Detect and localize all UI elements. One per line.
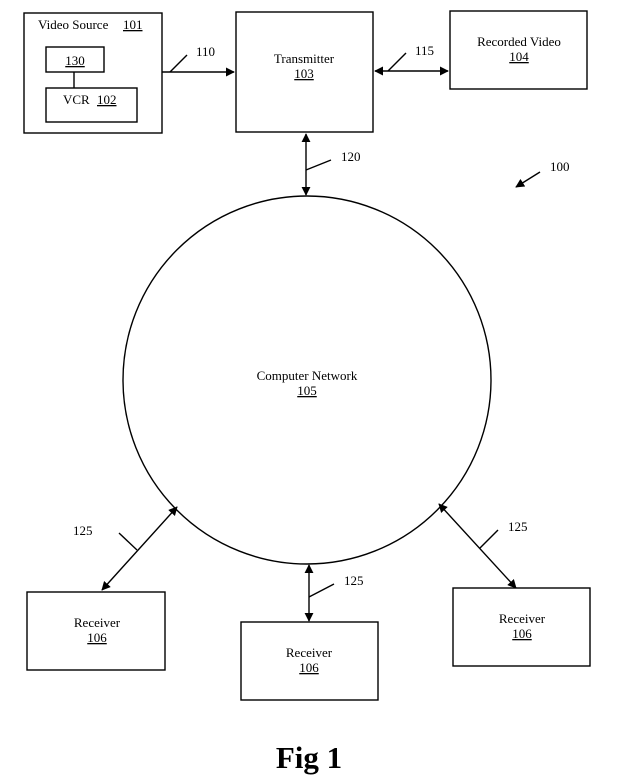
- computer-network-label: Computer Network: [257, 368, 358, 383]
- link-115: 115: [374, 43, 449, 76]
- recorded-video-label: Recorded Video: [477, 34, 561, 49]
- arrow-network-receiver-right: [438, 503, 517, 589]
- receiver-right-label: Receiver: [499, 611, 546, 626]
- figure-caption: Fig 1: [276, 740, 342, 775]
- component-130-box: 130: [45, 46, 105, 73]
- transmitter-label: Transmitter: [274, 51, 335, 66]
- arrow-network-receiver-left: [101, 506, 178, 591]
- transmitter-box: Transmitter 103: [235, 11, 374, 133]
- label-110: 110: [196, 44, 215, 59]
- label-100: 100: [550, 159, 570, 174]
- video-source-label: Video Source: [38, 17, 109, 32]
- arrow-100: [515, 171, 541, 188]
- figure-ref-100: 100: [515, 159, 570, 188]
- receiver-middle-label: Receiver: [286, 645, 333, 660]
- link-125-right: 125: [438, 503, 528, 589]
- receiver-left-ref: 106: [87, 630, 107, 645]
- label-125-middle: 125: [344, 573, 364, 588]
- label-125-left: 125: [73, 523, 93, 538]
- leader-115: [387, 52, 407, 72]
- receiver-right-ref: 106: [512, 626, 532, 641]
- transmitter-ref: 103: [294, 66, 314, 81]
- leader-125-right: [479, 529, 499, 549]
- video-source-ref: 101: [123, 17, 143, 32]
- receiver-box-right: Receiver 106: [452, 587, 591, 667]
- leader-125-left: [118, 532, 138, 551]
- computer-network-ref: 105: [297, 383, 317, 398]
- vcr-box: VCR 102: [45, 87, 138, 123]
- link-125-left: 125: [73, 506, 178, 591]
- vcr-ref: 102: [97, 92, 117, 107]
- label-120: 120: [341, 149, 361, 164]
- label-115: 115: [415, 43, 434, 58]
- component-130-ref: 130: [65, 53, 85, 68]
- label-125-right: 125: [508, 519, 528, 534]
- leader-125-middle: [308, 583, 335, 598]
- recorded-video-box: Recorded Video 104: [449, 10, 588, 90]
- link-120: 120: [301, 133, 361, 196]
- leader-120: [305, 159, 332, 171]
- recorded-video-ref: 104: [509, 49, 529, 64]
- receiver-left-label: Receiver: [74, 615, 121, 630]
- leader-110: [169, 54, 188, 73]
- receiver-box-middle: Receiver 106: [240, 621, 379, 701]
- computer-network-circle: Computer Network 105: [122, 195, 492, 565]
- link-125-middle: 125: [304, 564, 364, 622]
- receiver-middle-ref: 106: [299, 660, 319, 675]
- vcr-label: VCR: [63, 92, 90, 107]
- link-110: 110: [162, 44, 235, 77]
- receiver-box-left: Receiver 106: [26, 591, 166, 671]
